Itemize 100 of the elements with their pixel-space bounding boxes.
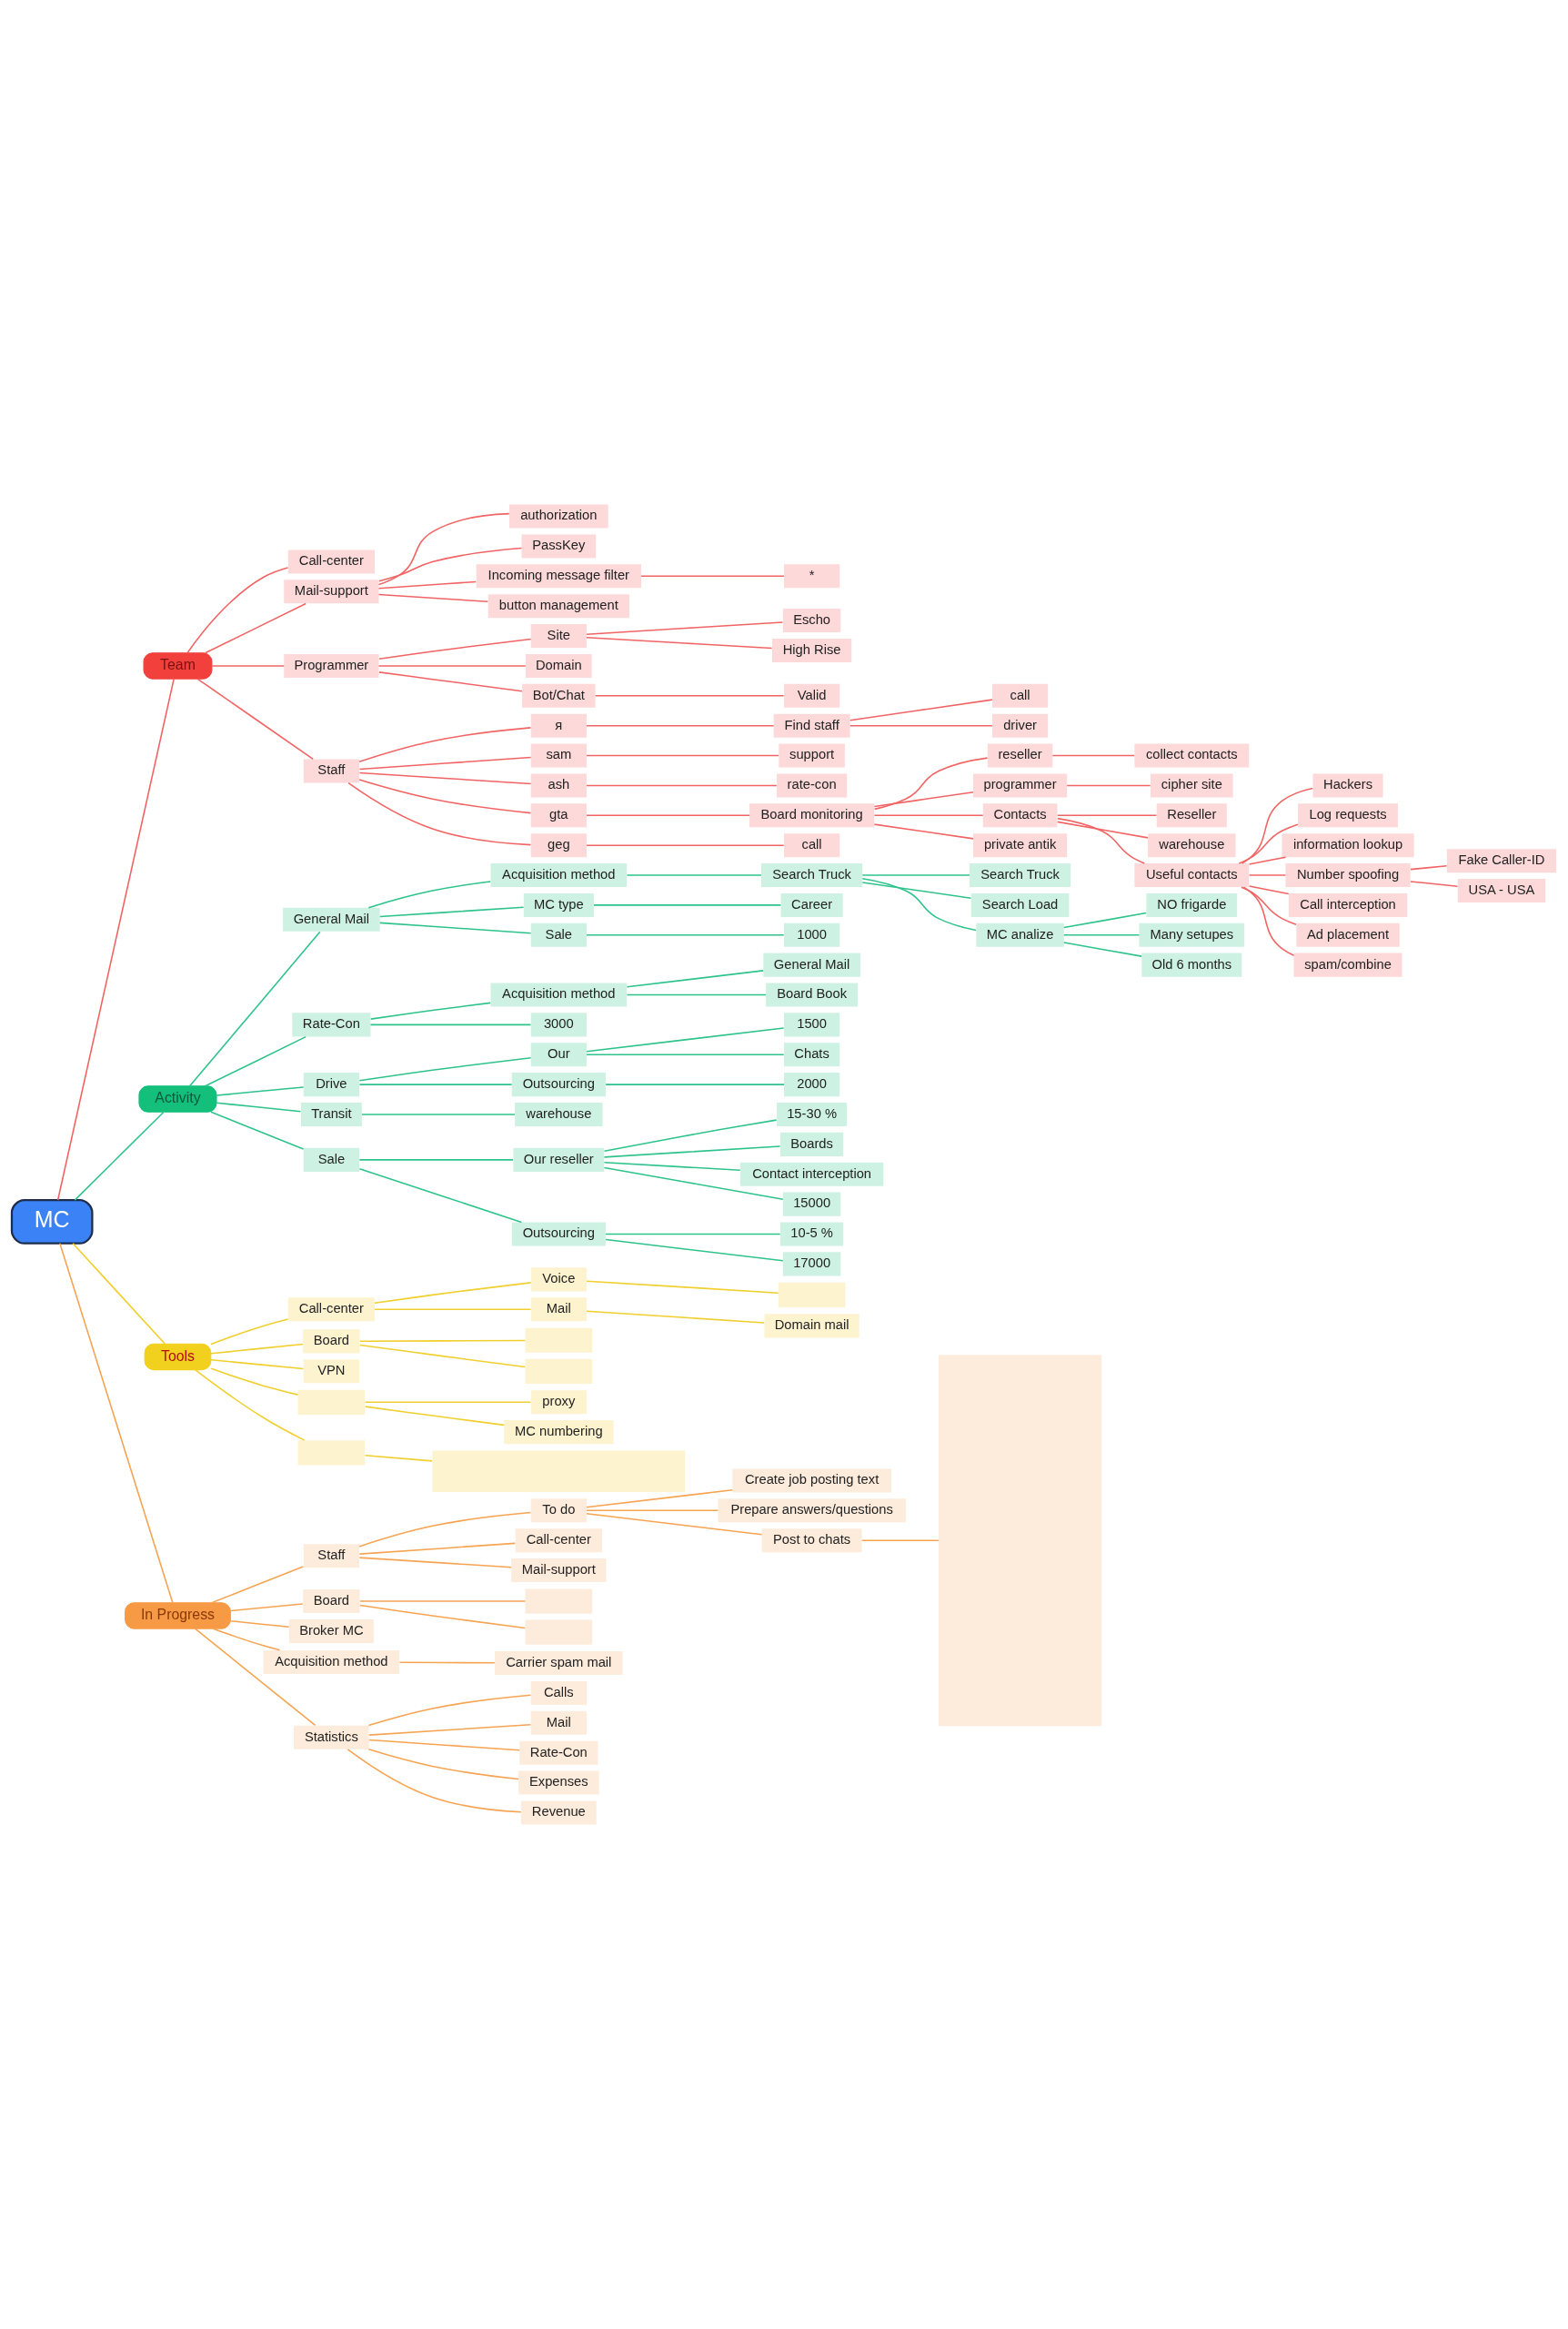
connector — [586, 636, 773, 650]
connector — [56, 678, 175, 1201]
node-box: Rate-Con — [292, 1013, 371, 1037]
node-box: spam/combine — [1293, 953, 1402, 977]
connector — [216, 1086, 305, 1096]
node-box — [297, 1440, 366, 1466]
connector — [861, 877, 977, 932]
node-box: Call-center — [515, 1528, 602, 1553]
node-box: Ad placement — [1296, 923, 1400, 947]
connector — [364, 1406, 505, 1427]
node-box: Incoming message filter — [476, 564, 641, 589]
connector — [398, 1661, 496, 1664]
node-box: 17000 — [782, 1252, 841, 1276]
node-box: Staff — [303, 1544, 359, 1568]
node-box: Carrier spam mail — [495, 1651, 623, 1676]
connector — [849, 724, 993, 727]
connector — [204, 602, 307, 654]
connector — [210, 1318, 289, 1346]
node-box: Search Truck — [970, 863, 1071, 888]
connector — [603, 1119, 778, 1153]
node-box — [778, 1282, 846, 1307]
connector — [603, 1161, 741, 1172]
node-box — [525, 1327, 593, 1353]
node-box: Contacts — [982, 803, 1058, 828]
node-box: Useful contacts — [1134, 863, 1250, 888]
node-box: Board — [303, 1329, 360, 1354]
connector — [603, 1145, 781, 1158]
connector — [229, 1603, 304, 1612]
connector — [586, 1280, 779, 1294]
node-box — [297, 1389, 366, 1415]
node-box: Outsourcing — [511, 1073, 606, 1097]
connector — [377, 580, 477, 590]
connector — [377, 593, 489, 603]
node-box — [432, 1450, 686, 1492]
connector — [358, 1159, 514, 1161]
node-box: ash — [530, 773, 587, 798]
connector — [626, 993, 767, 996]
node-box: warehouse — [515, 1103, 603, 1127]
node-box: gta — [530, 803, 587, 828]
node-box: Staff — [303, 759, 359, 783]
connector — [378, 922, 532, 934]
node-box: Activity — [138, 1085, 217, 1113]
connector — [603, 1166, 784, 1201]
node-box: Team — [143, 652, 213, 680]
node-box: Mail-support — [511, 1558, 607, 1583]
connector — [195, 1369, 306, 1441]
node-box: Post to chats — [761, 1528, 862, 1553]
connector — [1051, 754, 1135, 757]
connector — [873, 814, 984, 817]
node-box: Valid — [784, 683, 840, 708]
node-box: Statistics — [294, 1725, 369, 1749]
connector — [211, 665, 285, 667]
connector — [370, 1002, 491, 1020]
connector — [72, 1242, 166, 1345]
node-box: authorization — [508, 504, 608, 529]
connector — [586, 1027, 785, 1053]
connector — [640, 575, 785, 578]
node-box: я — [530, 713, 587, 738]
node-box: MC analize — [976, 923, 1064, 947]
connector — [586, 1513, 763, 1536]
node-box: rate-con — [777, 773, 848, 798]
connector — [359, 1600, 527, 1602]
node-box: driver — [992, 713, 1049, 738]
node-box: 3000 — [530, 1013, 587, 1037]
connector — [593, 904, 782, 906]
node-box: Mail-support — [284, 580, 379, 604]
node-box: Reseller — [1156, 803, 1227, 828]
node-box: USA - USA — [1457, 879, 1546, 903]
node-box: Calls — [530, 1680, 587, 1705]
node-box: 2000 — [784, 1073, 840, 1097]
connector — [358, 1557, 512, 1568]
connector — [210, 1566, 305, 1604]
node-box: * — [784, 564, 840, 589]
node-box: Log requests — [1298, 803, 1398, 828]
node-box: Prepare answers/questions — [718, 1498, 906, 1523]
connector — [210, 1367, 299, 1396]
connector — [186, 567, 289, 654]
node-box: Search Truck — [761, 863, 863, 888]
connector — [378, 671, 523, 692]
connector — [358, 756, 532, 771]
node-box: In Progress — [125, 1602, 231, 1629]
connector — [1242, 886, 1295, 956]
connector — [1248, 856, 1287, 865]
connector — [1248, 874, 1287, 876]
node-box: Call-center — [287, 549, 375, 574]
connector — [188, 931, 321, 1087]
node-box: PassKey — [521, 534, 597, 559]
connector — [861, 874, 970, 876]
connector — [586, 814, 750, 817]
connector — [1410, 881, 1459, 887]
connector — [626, 970, 764, 988]
connector — [586, 724, 775, 727]
connector — [1066, 784, 1151, 787]
connector — [1238, 823, 1299, 864]
connector — [586, 934, 785, 936]
connector — [377, 665, 527, 667]
node-box: Domain — [526, 653, 592, 678]
connector — [361, 1114, 516, 1115]
connector — [586, 844, 785, 846]
node-box: Revenue — [520, 1800, 597, 1825]
